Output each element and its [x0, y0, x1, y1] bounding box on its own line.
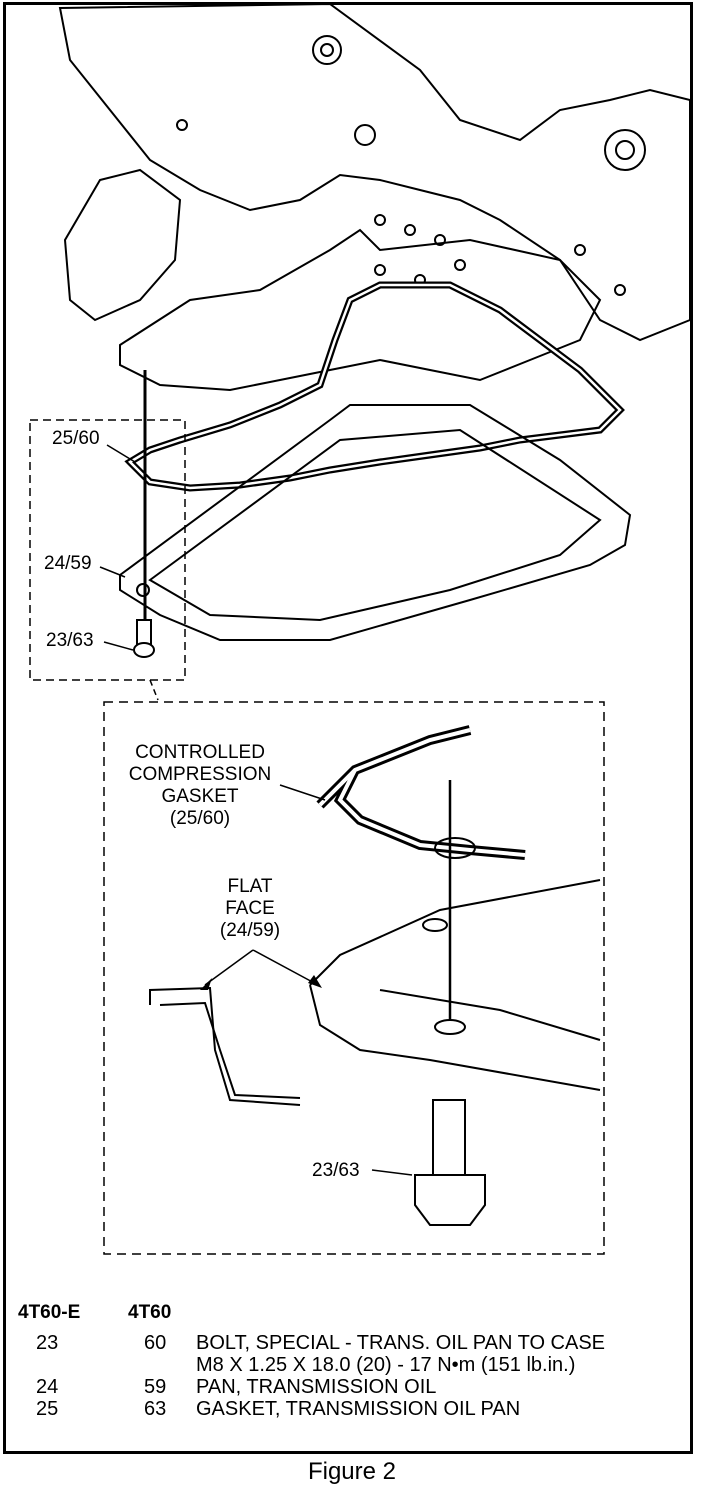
legend-col1-header: 4T60-E: [18, 1302, 81, 1323]
detail-gasket-label: CONTROLLED COMPRESSION GASKET (25/60): [128, 742, 272, 829]
detail-face-label: FLAT FACE (24/59): [219, 876, 281, 941]
legend-row-a: 25: [36, 1398, 59, 1420]
legend-row-a: 24: [36, 1376, 59, 1398]
figure-frame: [3, 2, 693, 1454]
callout-bolt-main: 23/63: [46, 630, 94, 651]
detail-bolt-head: [414, 1174, 486, 1226]
transmission-oil-pan: [119, 404, 632, 641]
legend-row-b: 63: [144, 1398, 167, 1420]
flat-face-profile: [149, 986, 301, 1106]
legend-row-desc: PAN, TRANSMISSION OIL: [196, 1376, 437, 1398]
detail-pan-flange: [309, 879, 601, 1091]
oil-pan-gasket: [124, 281, 625, 492]
callout-pan-main: 24/59: [44, 553, 92, 574]
legend-row-b: 60: [144, 1332, 167, 1354]
legend-row-desc2: M8 X 1.25 X 18.0 (20) - 17 N•m (151 lb.i…: [196, 1354, 576, 1376]
detail-gasket: [316, 725, 526, 860]
legend-row-a: 23: [36, 1332, 59, 1354]
figure-caption: Figure 2: [307, 1458, 397, 1485]
detail-bolt-label: 23/63: [312, 1160, 360, 1181]
legend-row-desc: BOLT, SPECIAL - TRANS. OIL PAN TO CASE: [196, 1332, 606, 1354]
detail-bolt-shank: [432, 1099, 466, 1176]
legend-col2-header: 4T60: [128, 1302, 172, 1323]
callout-gasket-main: 25/60: [52, 428, 100, 449]
legend-row-desc: GASKET, TRANSMISSION OIL PAN: [196, 1398, 521, 1420]
bolt-special: [136, 619, 152, 646]
legend-row-b: 59: [144, 1376, 167, 1398]
